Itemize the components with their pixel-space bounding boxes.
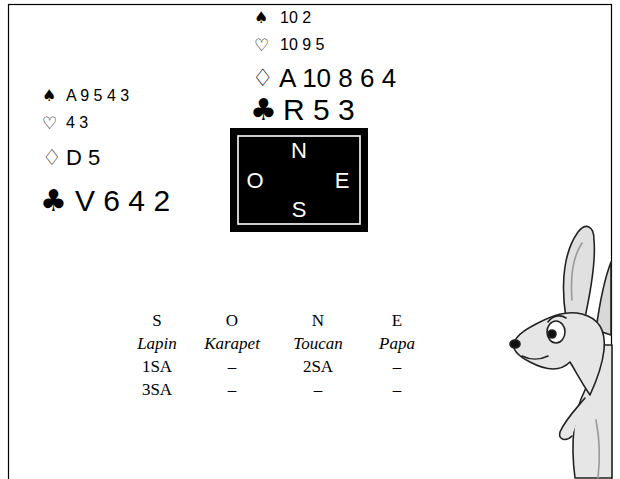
card-list: 10 2 [280,10,311,26]
card-list: A 10 8 6 4 [279,65,396,91]
suit-symbol: ♡ [254,37,269,54]
bid: – [393,358,402,375]
compass-letter: E [335,170,350,192]
frame [9,5,612,479]
bid: 3SA [142,381,172,398]
bid: – [228,381,237,398]
inner-outline [238,136,360,224]
card-list: R 5 3 [283,95,355,125]
bid: – [393,381,402,398]
bidding-header: S [152,312,161,329]
bidding-header: O [226,312,238,329]
suit-symbol: ♢ [252,66,274,90]
suit-symbol: ♡ [42,115,57,132]
player-name: Papa [379,335,415,352]
bid: 1SA [142,358,172,375]
suit-symbol: ♢ [42,147,62,169]
bid: – [228,358,237,375]
bidding-header: N [312,312,324,329]
bid: 2SA [303,358,333,375]
card-list: A 9 5 4 3 [66,88,129,104]
suit-symbol: ♣ [40,186,67,216]
compass-letter: N [291,140,307,162]
player-name: Lapin [137,335,177,352]
card-list: 4 3 [66,115,88,131]
compass-letter: O [246,170,263,192]
suit-symbol: ♠ [42,88,56,104]
bid: – [314,381,323,398]
card-list: 10 9 5 [280,37,324,53]
card-list: D 5 [66,147,100,169]
bidding-header: E [392,312,402,329]
suit-symbol: ♣ [250,95,277,125]
compass-box: N O E S [230,128,368,232]
compass-letter: S [292,199,307,221]
suit-symbol: ♠ [254,10,268,26]
card-list: V 6 4 2 [75,186,170,216]
player-name: Karapet [204,335,260,352]
rabbit-drawing [510,226,612,478]
player-name: Toucan [293,335,342,352]
